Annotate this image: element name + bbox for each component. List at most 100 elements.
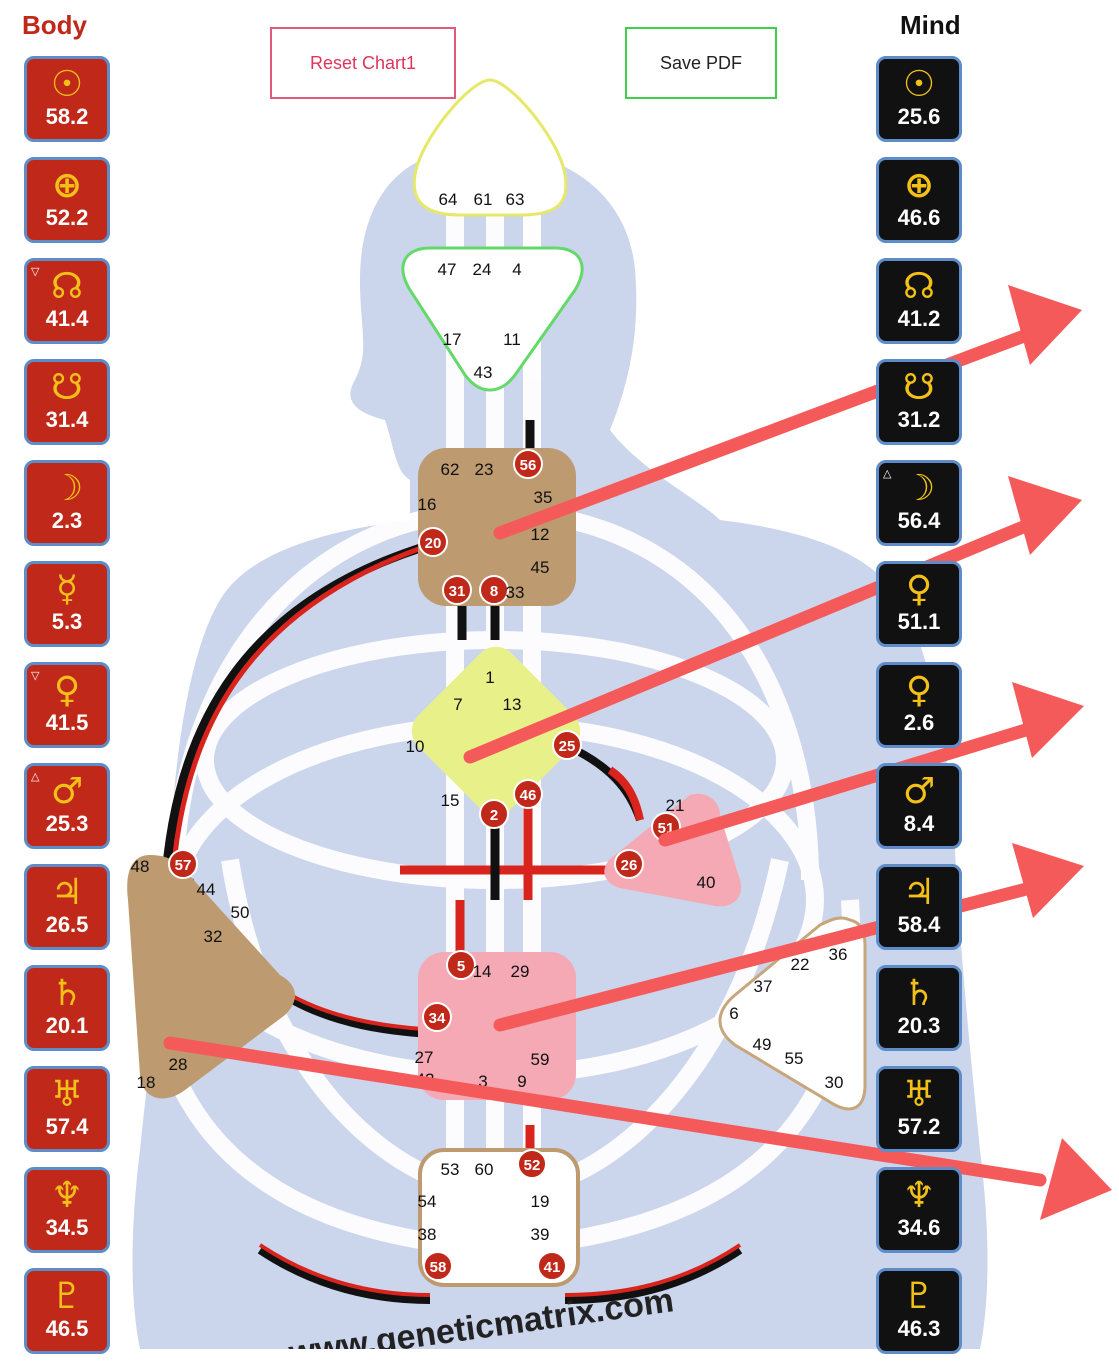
mind-planet-column: ☉25.6 ⊕46.6 ☊41.2 ☋31.2 △☽56.4 ♀51.1 ♀2.6 ♂8.4 ♃…	[876, 56, 968, 1369]
sun-icon: ☉	[902, 64, 936, 105]
planet-value: 58.2	[45, 104, 89, 129]
gate-number: 43	[474, 363, 493, 382]
planet-box[interactable]: ☋31.2	[876, 359, 962, 445]
gate-number: 48	[131, 857, 150, 876]
planet-value: 46.6	[897, 205, 941, 230]
planet-box[interactable]: △♂25.3	[24, 763, 110, 849]
gate-number: 53	[441, 1160, 460, 1179]
reset-chart-button[interactable]: Reset Chart1	[270, 27, 456, 99]
active-gate-marker	[517, 1149, 547, 1179]
gate-number: 49	[753, 1035, 772, 1054]
gate-number: 46	[520, 787, 537, 804]
exaltation-marker: ▽	[31, 266, 40, 278]
gate-number: 52	[524, 1157, 541, 1174]
gate-number: 54	[418, 1192, 437, 1211]
planet-box[interactable]: ⊕52.2	[24, 157, 110, 243]
gate-number: 16	[418, 495, 437, 514]
active-gate-marker	[442, 575, 472, 605]
exaltation-marker: △	[31, 771, 40, 783]
planet-box[interactable]: ♃58.4	[876, 864, 962, 950]
pluto-icon: ♇	[902, 1276, 936, 1317]
gate-number: 18	[137, 1073, 156, 1092]
uranus-icon: ♅	[50, 1074, 84, 1115]
sun-icon: ☉	[50, 64, 84, 105]
planet-box[interactable]: ☿5.3	[24, 561, 110, 647]
gate-number: 22	[791, 955, 810, 974]
planet-value: 31.4	[45, 407, 89, 432]
planet-value: 56.4	[897, 508, 941, 533]
gate-number: 39	[531, 1225, 550, 1244]
gate-number: 60	[475, 1160, 494, 1179]
active-gate-marker	[168, 849, 198, 879]
planet-value: 20.3	[897, 1013, 941, 1038]
gate-number: 20	[425, 535, 442, 552]
gate-number: 14	[473, 962, 492, 981]
planet-box[interactable]: ♅57.4	[24, 1066, 110, 1152]
gate-number: 44	[197, 880, 216, 899]
active-gate-marker	[513, 779, 543, 809]
gate-number: 29	[511, 962, 530, 981]
planet-box[interactable]: ☉58.2	[24, 56, 110, 142]
gate-number: 58	[430, 1259, 447, 1276]
gate-number: 63	[506, 190, 525, 209]
planet-box[interactable]: ♀2.6	[876, 662, 962, 748]
planet-box[interactable]: ☉25.6	[876, 56, 962, 142]
active-gate-marker	[513, 449, 543, 479]
saturn-icon: ♄	[50, 973, 84, 1014]
planet-box[interactable]: ☋31.4	[24, 359, 110, 445]
gate-number: 28	[169, 1055, 188, 1074]
planet-value: 46.3	[897, 1316, 941, 1341]
planet-box[interactable]: ♄20.3	[876, 965, 962, 1051]
planet-box[interactable]: ♃26.5	[24, 864, 110, 950]
pluto-icon: ♇	[50, 1276, 84, 1317]
active-gate-marker	[418, 527, 448, 557]
gate-number: 59	[531, 1050, 550, 1069]
planet-box[interactable]: ♅57.2	[876, 1066, 962, 1152]
gate-number: 45	[531, 558, 550, 577]
gate-number: 10	[406, 737, 425, 756]
planet-box[interactable]: ☊41.2	[876, 258, 962, 344]
north-node-icon: ☊	[903, 266, 935, 307]
planet-box[interactable]: ⊕46.6	[876, 157, 962, 243]
venus-icon: ♀	[53, 670, 81, 711]
planet-box[interactable]: ♄20.1	[24, 965, 110, 1051]
planet-value: 41.5	[45, 710, 89, 735]
planet-box[interactable]: ▽☊41.4	[24, 258, 110, 344]
gate-number: 15	[441, 791, 460, 810]
planet-box[interactable]: ♇46.3	[876, 1268, 962, 1354]
mercury-icon: ☿	[55, 569, 79, 610]
planet-value: 2.6	[903, 710, 935, 735]
planet-value: 25.3	[45, 811, 89, 836]
planet-box[interactable]: ♂8.4	[876, 763, 962, 849]
gate-number: 47	[438, 260, 457, 279]
save-pdf-button[interactable]: Save PDF	[625, 27, 777, 99]
gate-number: 50	[231, 903, 250, 922]
earth-icon: ⊕	[51, 165, 83, 206]
gate-number: 7	[453, 695, 462, 714]
root-center	[418, 1148, 580, 1287]
gate-number: 35	[534, 488, 553, 507]
planet-box[interactable]: ♆34.6	[876, 1167, 962, 1253]
active-gate-marker	[552, 730, 582, 760]
active-gate-marker	[446, 950, 476, 980]
planet-value: 8.4	[903, 811, 935, 836]
gate-number: 31	[449, 583, 466, 600]
gate-number: 19	[531, 1192, 550, 1211]
head-center	[412, 78, 568, 217]
planet-box[interactable]: ♆34.5	[24, 1167, 110, 1253]
planet-value: 57.4	[45, 1114, 89, 1139]
gate-number: 17	[443, 330, 462, 349]
gate-number: 25	[559, 738, 576, 755]
body-column-title: Body	[22, 10, 87, 40]
planet-box[interactable]: ♇46.5	[24, 1268, 110, 1354]
planet-box[interactable]: ☽2.3	[24, 460, 110, 546]
planet-box[interactable]: ▽♀41.5	[24, 662, 110, 748]
planet-value: 5.3	[51, 609, 83, 634]
exaltation-marker: △	[883, 468, 892, 480]
planet-box[interactable]: △☽56.4	[876, 460, 962, 546]
gate-number: 41	[544, 1259, 561, 1276]
north-node-icon: ☊	[51, 266, 83, 307]
gate-number: 36	[829, 945, 848, 964]
planet-box[interactable]: ♀51.1	[876, 561, 962, 647]
